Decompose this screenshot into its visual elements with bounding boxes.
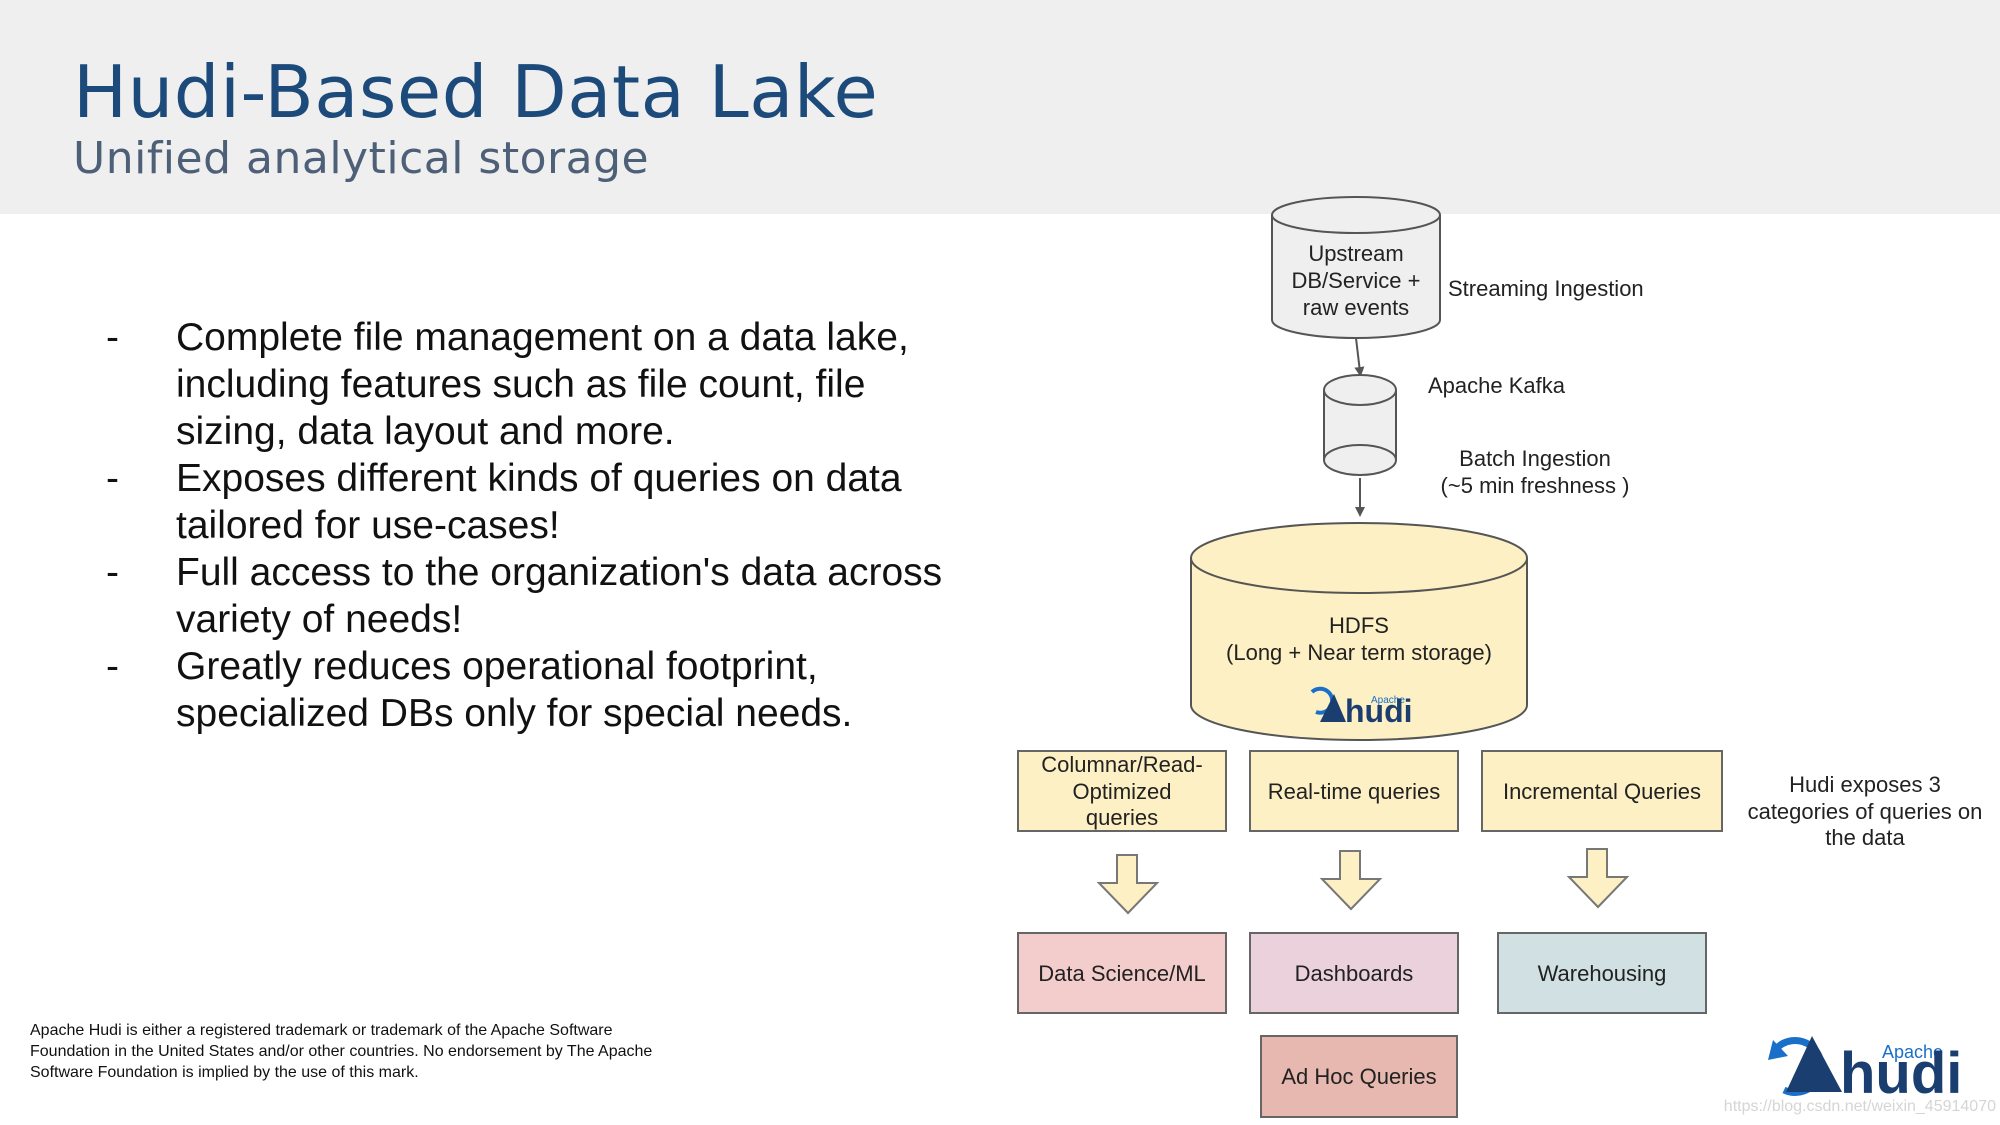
bullet-dash: -: [106, 551, 119, 594]
realtime-queries-box: [1249, 750, 1459, 832]
hdfs-label: HDFS: [1329, 613, 1389, 638]
block-arrow-down: [1096, 854, 1160, 915]
block-arrow-down: [1566, 848, 1630, 909]
exposes-note: Hudi exposes 3: [1789, 772, 1941, 797]
exposes-note: the data: [1825, 825, 1905, 850]
adhoc-queries-label: Ad Hoc Queries: [1281, 1064, 1436, 1089]
hudi-logo-small: [1310, 686, 1346, 722]
arrow-upstream-kafka: [1354, 337, 1365, 377]
upstream-cylinder: [1271, 196, 1441, 339]
bullet-dash: -: [106, 316, 119, 359]
upstream-label: raw events: [1303, 295, 1409, 320]
bullet-line: specialized DBs only for special needs.: [176, 692, 853, 735]
hdfs-label: (Long + Near term storage): [1226, 640, 1492, 665]
bullet-line: variety of needs!: [176, 598, 463, 641]
bullet-line: Exposes different kinds of queries on da…: [176, 457, 902, 500]
bullet-line: Full access to the organization's data a…: [176, 551, 943, 594]
hudi-logo-word: hudi: [1840, 1041, 1962, 1106]
columnar-queries-label: Columnar/Read-: [1041, 752, 1202, 777]
warehousing-label: Warehousing: [1538, 961, 1667, 986]
data-science-label: Data Science/ML: [1038, 961, 1206, 986]
hudi-logo-small-word: hudi: [1345, 693, 1413, 729]
hudi-logo-small-apache: Apache: [1371, 695, 1405, 706]
block-arrow-down: [1319, 850, 1383, 911]
bullet-item: - Full access to the organization's data…: [100, 549, 980, 643]
watermark-url: https://blog.csdn.net/weixin_45914070: [1723, 1098, 1996, 1115]
page-subtitle: Unified analytical storage: [73, 133, 650, 184]
kafka-label: Apache Kafka: [1428, 373, 1566, 398]
bullet-item: - Greatly reduces operational footprint,…: [100, 643, 980, 737]
batch-ingestion-label: Batch Ingestion: [1459, 446, 1611, 471]
incremental-queries-box: [1481, 750, 1723, 832]
bullet-line: Complete file management on a data lake,: [176, 316, 909, 359]
adhoc-queries-box: [1260, 1035, 1458, 1118]
hudi-logo: [1768, 1036, 1842, 1096]
bullet-line: Greatly reduces operational footprint,: [176, 645, 818, 688]
realtime-queries-label: Real-time queries: [1268, 779, 1440, 804]
batch-ingestion-label: (~5 min freshness ): [1441, 473, 1630, 498]
columnar-queries-label: queries: [1086, 805, 1158, 830]
warehousing-box: [1497, 932, 1707, 1014]
page-title: Hudi-Based Data Lake: [73, 50, 879, 134]
exposes-note: categories of queries on: [1748, 799, 1983, 824]
bullet-item: - Complete file management on a data lak…: [100, 314, 980, 455]
trademark-footnote: Apache Hudi is either a registered trade…: [30, 1022, 653, 1081]
columnar-queries-label: Optimized: [1072, 779, 1171, 804]
streaming-ingestion-label: Streaming Ingestion: [1448, 276, 1644, 301]
bullet-line: including features such as file count, f…: [176, 363, 866, 406]
kafka-cylinder: [1323, 374, 1397, 476]
bullet-dash: -: [106, 645, 119, 688]
bullet-line: sizing, data layout and more.: [176, 410, 675, 453]
hudi-logo-apache: Apache: [1882, 1042, 1943, 1062]
dashboards-label: Dashboards: [1295, 961, 1414, 986]
header-band: [0, 0, 2000, 214]
upstream-label: DB/Service +: [1292, 268, 1421, 293]
incremental-queries-label: Incremental Queries: [1503, 779, 1701, 804]
data-science-box: [1017, 932, 1227, 1014]
columnar-queries-box: [1017, 750, 1227, 832]
dashboards-box: [1249, 932, 1459, 1014]
bullet-dash: -: [106, 457, 119, 500]
hdfs-cylinder: [1190, 522, 1528, 741]
bullet-list: - Complete file management on a data lak…: [100, 314, 980, 737]
upstream-label: Upstream: [1308, 241, 1403, 266]
bullet-line: tailored for use-cases!: [176, 504, 560, 547]
bullet-item: - Exposes different kinds of queries on …: [100, 455, 980, 549]
